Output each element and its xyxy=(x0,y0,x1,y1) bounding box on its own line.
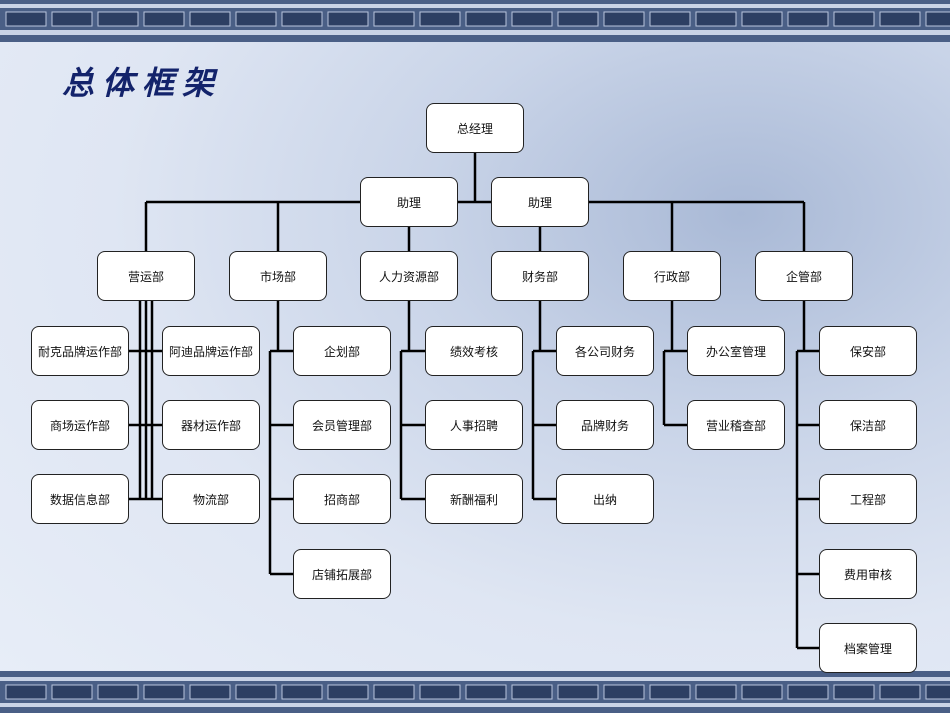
node-finance-dept: 财务部 xyxy=(491,251,589,301)
node-planning: 企划部 xyxy=(293,326,391,376)
node-data-info: 数据信息部 xyxy=(31,474,129,524)
node-equipment-operations: 器材运作部 xyxy=(162,400,260,450)
node-archives: 档案管理 xyxy=(819,623,917,673)
node-expense-audit: 费用审核 xyxy=(819,549,917,599)
decorative-bottom-band xyxy=(0,671,950,713)
node-admin-dept: 行政部 xyxy=(623,251,721,301)
node-store-expansion: 店铺拓展部 xyxy=(293,549,391,599)
node-business-audit: 营业稽查部 xyxy=(687,400,785,450)
node-brand-finance: 品牌财务 xyxy=(556,400,654,450)
node-performance: 绩效考核 xyxy=(425,326,523,376)
node-cleaning: 保洁部 xyxy=(819,400,917,450)
slide-title: 总体框架 xyxy=(62,64,223,102)
node-logistics: 物流部 xyxy=(162,474,260,524)
node-mall-operations: 商场运作部 xyxy=(31,400,129,450)
node-nike-brand: 耐克品牌运作部 xyxy=(31,326,129,376)
node-operations-dept: 营运部 xyxy=(97,251,195,301)
node-assistant-1: 助理 xyxy=(360,177,458,227)
node-assistant-2: 助理 xyxy=(491,177,589,227)
node-salary: 新酬福利 xyxy=(425,474,523,524)
node-marketing-dept: 市场部 xyxy=(229,251,327,301)
node-recruitment: 人事招聘 xyxy=(425,400,523,450)
node-office-management: 办公室管理 xyxy=(687,326,785,376)
node-cashier: 出纳 xyxy=(556,474,654,524)
node-hr-dept: 人力资源部 xyxy=(360,251,458,301)
node-general-manager: 总经理 xyxy=(426,103,524,153)
node-investment: 招商部 xyxy=(293,474,391,524)
node-membership: 会员管理部 xyxy=(293,400,391,450)
node-adidas-brand: 阿迪品牌运作部 xyxy=(162,326,260,376)
decorative-top-band xyxy=(0,0,950,42)
node-enterprise-mgmt-dept: 企管部 xyxy=(755,251,853,301)
node-engineering: 工程部 xyxy=(819,474,917,524)
node-branch-finance: 各公司财务 xyxy=(556,326,654,376)
node-security: 保安部 xyxy=(819,326,917,376)
